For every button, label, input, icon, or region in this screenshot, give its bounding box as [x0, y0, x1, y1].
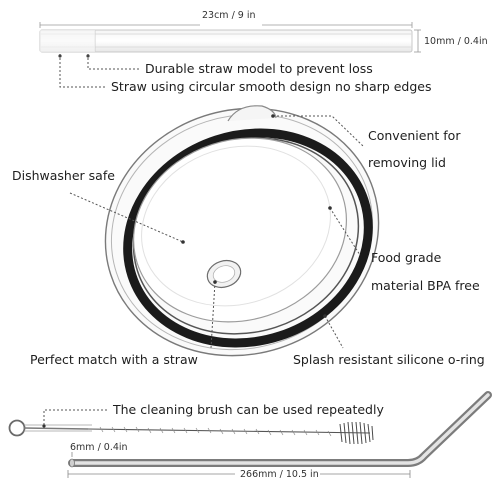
straw-model-note: Durable straw model to prevent loss	[145, 61, 373, 76]
straw-diameter-label: 10mm / 0.4in	[424, 36, 488, 47]
straw-note-leaders	[59, 54, 140, 88]
steel-straw-length-label: 266mm / 10.5 in	[240, 469, 319, 480]
brush-note: The cleaning brush can be used repeatedl…	[113, 402, 384, 417]
straw-length-label: 23cm / 9 in	[202, 10, 256, 21]
dishwasher-note: Dishwasher safe	[12, 168, 115, 183]
food-grade-note-line2: material BPA free	[371, 278, 480, 293]
steel-straw-dimensions	[67, 452, 411, 478]
straw-diameter-dimension	[414, 29, 421, 53]
straw-design-note: Straw using circular smooth design no sh…	[111, 79, 432, 94]
straw-length-dimension	[39, 22, 413, 28]
food-grade-note-line1: Food grade	[371, 250, 442, 265]
brush-note-leader	[42, 409, 108, 428]
cleaning-brush	[8, 419, 374, 445]
removing-lid-note-line2: removing lid	[368, 155, 446, 170]
steel-straw	[68, 391, 492, 468]
lid-note-leaders	[69, 115, 364, 349]
oring-note: Splash resistant silicone o-ring	[293, 352, 485, 367]
steel-straw-diameter-label: 6mm / 0.4in	[70, 442, 128, 453]
tumbler-lid	[104, 105, 380, 357]
clear-straw	[39, 29, 413, 53]
straw-match-note: Perfect match with a straw	[30, 352, 198, 367]
removing-lid-note-line1: Convenient for	[368, 128, 461, 143]
